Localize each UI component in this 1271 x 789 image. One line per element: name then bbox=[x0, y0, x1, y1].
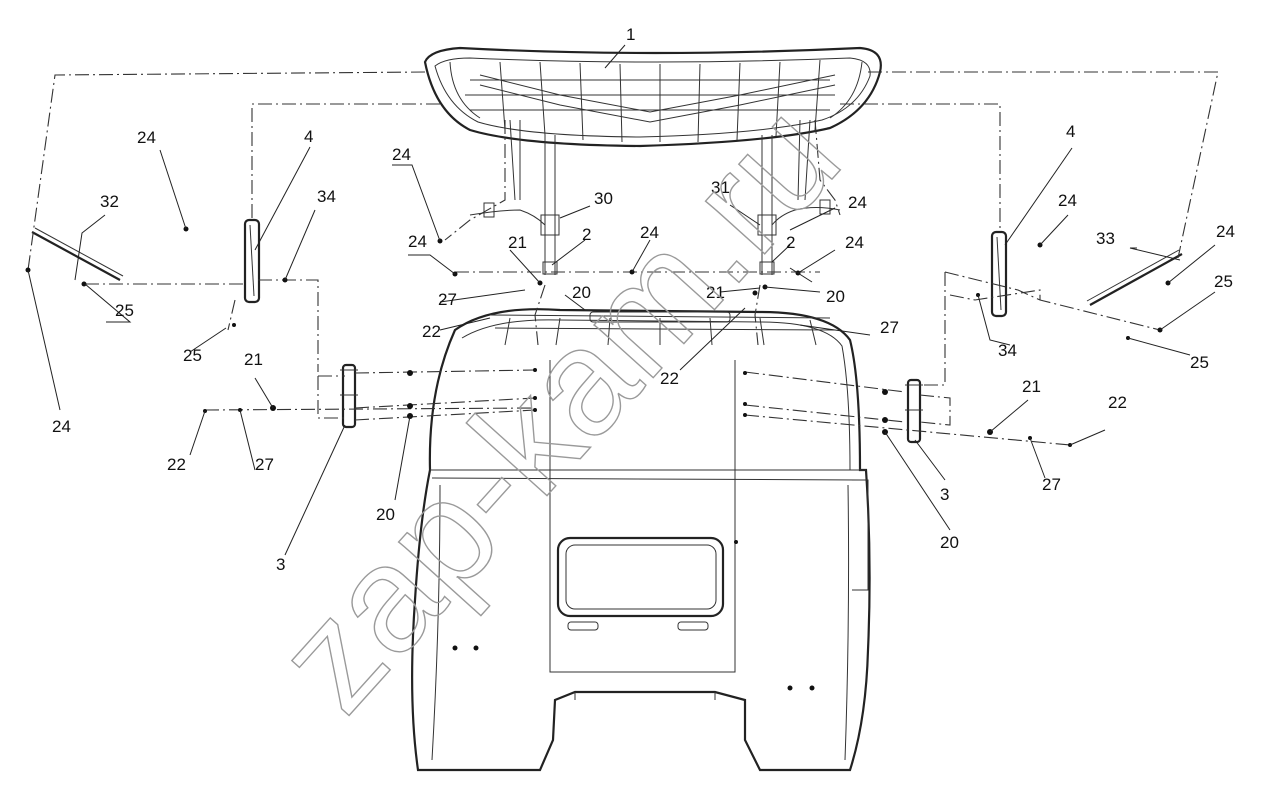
callout-22: 22 bbox=[1108, 393, 1127, 412]
callout-24: 24 bbox=[845, 233, 864, 252]
left-stay-rod bbox=[31, 227, 124, 281]
callout-2: 2 bbox=[582, 225, 591, 244]
callout-21: 21 bbox=[508, 233, 527, 252]
roof-deflector bbox=[423, 46, 882, 148]
callout-20: 20 bbox=[572, 283, 591, 302]
callout-25: 25 bbox=[183, 346, 202, 365]
callout-25: 25 bbox=[115, 301, 134, 320]
callout-31: 31 bbox=[711, 178, 730, 197]
leader-lines bbox=[27, 44, 1216, 556]
callout-24: 24 bbox=[137, 128, 156, 147]
callout-24: 24 bbox=[848, 193, 867, 212]
watermark: zap-kam.ru bbox=[243, 71, 871, 742]
callout-4: 4 bbox=[304, 127, 313, 146]
cab-body bbox=[411, 308, 871, 772]
callout-3: 3 bbox=[940, 485, 949, 504]
callout-27: 27 bbox=[255, 455, 274, 474]
right-lower-bracket bbox=[905, 378, 923, 444]
callout-22: 22 bbox=[422, 322, 441, 341]
callout-21: 21 bbox=[706, 283, 725, 302]
callout-24: 24 bbox=[1216, 222, 1235, 241]
right-mount-bracket bbox=[990, 230, 1008, 318]
callout-24: 24 bbox=[1058, 191, 1077, 210]
callout-24: 24 bbox=[640, 223, 659, 242]
callout-21: 21 bbox=[1022, 377, 1041, 396]
callout-24: 24 bbox=[392, 145, 411, 164]
callout-2: 2 bbox=[786, 233, 795, 252]
watermark-text: zap-kam.ru bbox=[244, 71, 871, 741]
callout-22: 22 bbox=[167, 455, 186, 474]
callout-25: 25 bbox=[1214, 272, 1233, 291]
callout-labels: 1 24 4 32 34 25 25 24 24 24 30 2 21 24 2… bbox=[52, 25, 1235, 574]
callout-24: 24 bbox=[52, 417, 71, 436]
callout-21: 21 bbox=[244, 350, 263, 369]
assembly-lines bbox=[27, 71, 1219, 446]
callout-4: 4 bbox=[1066, 122, 1075, 141]
deflector-posts bbox=[469, 119, 841, 275]
callout-20: 20 bbox=[826, 287, 845, 306]
right-stay-rod bbox=[1086, 249, 1183, 306]
callout-33: 33 bbox=[1096, 229, 1115, 248]
callout-25: 25 bbox=[1190, 353, 1209, 372]
callout-20: 20 bbox=[376, 505, 395, 524]
callout-3: 3 bbox=[276, 555, 285, 574]
callout-1: 1 bbox=[626, 25, 635, 44]
callout-27: 27 bbox=[438, 290, 457, 309]
callout-24: 24 bbox=[408, 232, 427, 251]
left-mount-bracket bbox=[243, 218, 261, 304]
callout-32: 32 bbox=[100, 192, 119, 211]
callout-34: 34 bbox=[317, 187, 336, 206]
callout-34: 34 bbox=[998, 341, 1017, 360]
callout-22: 22 bbox=[660, 369, 679, 388]
callout-30: 30 bbox=[594, 189, 613, 208]
left-lower-bracket bbox=[340, 363, 358, 429]
callout-27: 27 bbox=[880, 318, 899, 337]
callout-20: 20 bbox=[940, 533, 959, 552]
callout-27: 27 bbox=[1042, 475, 1061, 494]
